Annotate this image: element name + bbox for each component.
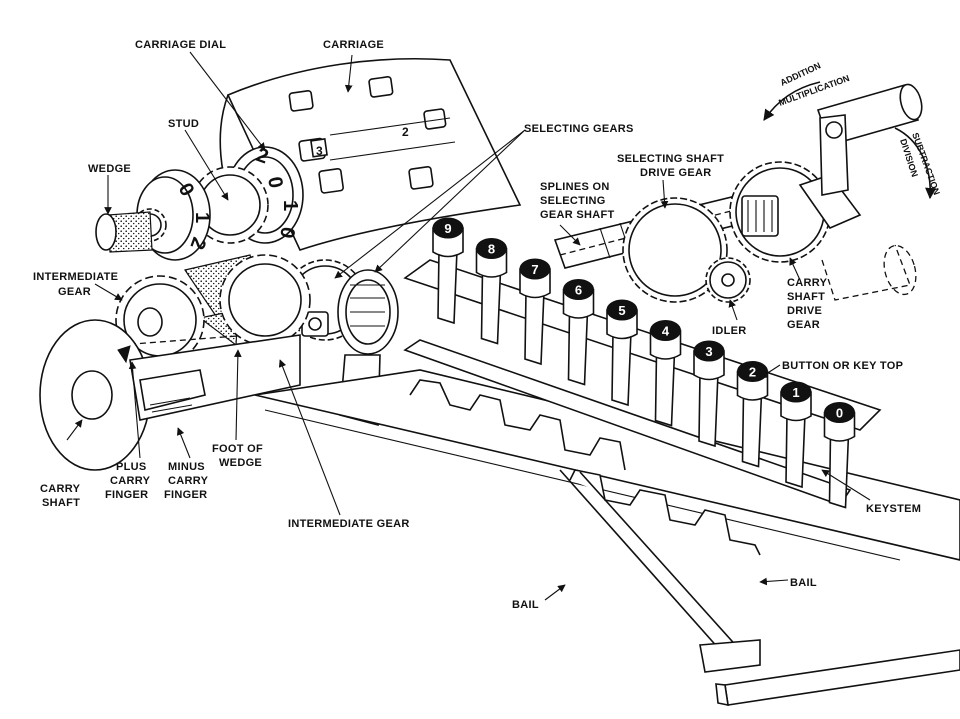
key-label: 5 <box>618 303 625 318</box>
key-label: 9 <box>444 221 451 236</box>
frame-rail <box>254 369 960 561</box>
crank-handle <box>798 83 923 301</box>
label-stud: STUD <box>168 118 199 130</box>
label-bail: BAIL <box>790 577 817 589</box>
key-top <box>563 279 594 300</box>
label-foot-of-wedge: WEDGE <box>219 457 262 469</box>
keystem <box>828 433 850 509</box>
key-label: 8 <box>488 242 495 257</box>
label-carry-shaft-drive-gear: DRIVE <box>787 305 822 317</box>
keystem <box>524 290 545 366</box>
key-label: 3 <box>705 344 712 359</box>
selecting-shaft-drive-gear <box>622 197 728 303</box>
key-top <box>606 299 638 321</box>
key-label: 1 <box>792 385 799 400</box>
carriage-slot-number: 3 <box>316 144 323 158</box>
keystem <box>654 351 676 427</box>
key: 7 <box>519 258 551 366</box>
carriage-dial-digit: 0 <box>275 225 299 240</box>
plus-carry-finger <box>117 345 131 364</box>
keystem <box>437 249 458 325</box>
wedge-wheel-digit: 1 <box>191 212 213 223</box>
addition-direction-arrow <box>763 81 821 121</box>
label-splines: SELECTING <box>540 195 606 207</box>
label-button-or-key-top: BUTTON OR KEY TOP <box>782 360 903 372</box>
label-carry-shaft-drive-gear: CARRY <box>787 277 828 289</box>
key-label: 0 <box>836 406 843 421</box>
label-intermediate-gear: GEAR <box>58 286 91 298</box>
key-top <box>476 238 507 259</box>
key-label: 2 <box>749 365 756 380</box>
label-intermediate-gear-bottom: INTERMEDIATE GEAR <box>288 518 410 530</box>
carriage-dial-digit: 0 <box>263 175 287 190</box>
label-selecting-shaft-drive-gear: SELECTING SHAFT <box>617 153 724 165</box>
label-bail: BAIL <box>512 599 539 611</box>
label-plus-carry-finger: PLUS <box>116 461 147 473</box>
key-top <box>824 402 855 423</box>
keystem <box>785 413 806 489</box>
label-carry-shaft-drive-gear: GEAR <box>787 319 820 331</box>
key-label: 7 <box>531 262 538 277</box>
label-splines: GEAR SHAFT <box>540 209 615 221</box>
key-label: 4 <box>662 324 670 339</box>
key-label: 6 <box>575 283 582 298</box>
label-plus-carry-finger: CARRY <box>110 475 151 487</box>
label-intermediate-gear: INTERMEDIATE <box>33 271 118 283</box>
label-wedge: WEDGE <box>88 163 131 175</box>
keystem <box>567 310 589 386</box>
key-top <box>693 340 725 362</box>
key-row: 9 8 7 6 5 4 3 2 1 0 <box>432 217 856 509</box>
label-minus-carry-finger: MINUS <box>168 461 205 473</box>
key-top <box>432 217 464 239</box>
carry-shaft-drive-gear <box>729 161 831 263</box>
key: 4 <box>649 320 682 427</box>
stud-gear <box>191 166 269 244</box>
label-carry-shaft-drive-gear: SHAFT <box>787 291 825 303</box>
label-splines: SPLINES ON <box>540 181 610 193</box>
intermediate-gear-right <box>219 254 311 346</box>
label-minus-carry-finger: CARRY <box>168 475 209 487</box>
key: 0 <box>823 402 856 509</box>
key: 6 <box>562 279 595 386</box>
keystem <box>611 331 632 407</box>
leader-lines <box>66 51 871 601</box>
wedge-stub <box>95 211 153 253</box>
key: 9 <box>432 217 464 325</box>
keystem <box>480 269 502 345</box>
label-carriage: CARRIAGE <box>323 39 384 51</box>
subtraction-direction-arrow <box>894 127 937 200</box>
idler-gear <box>705 257 751 303</box>
key: 8 <box>475 238 508 345</box>
key-top <box>650 320 681 341</box>
label-carry-shaft: SHAFT <box>42 497 80 509</box>
keystem <box>698 372 719 448</box>
key: 2 <box>736 361 769 468</box>
label-selecting-shaft-drive-gear: DRIVE GEAR <box>640 167 711 179</box>
label-idler: IDLER <box>712 325 747 337</box>
label-carry-shaft: CARRY <box>40 483 81 495</box>
label-keystem: KEYSTEM <box>866 503 921 515</box>
key: 5 <box>606 299 638 407</box>
label-plus-carry-finger: FINGER <box>105 489 148 501</box>
label-carriage-dial: CARRIAGE DIAL <box>135 39 226 51</box>
key-top <box>519 258 551 280</box>
carriage-dial-digit: 1 <box>279 200 301 211</box>
label-selecting-gears: SELECTING GEARS <box>524 123 634 135</box>
key-top <box>780 381 812 403</box>
label-minus-carry-finger: FINGER <box>164 489 207 501</box>
keystem <box>741 392 763 468</box>
label-foot-of-wedge: FOOT OF <box>212 443 263 455</box>
key: 1 <box>780 381 812 489</box>
intermediate-gear-left <box>115 275 251 365</box>
key: 3 <box>693 340 725 448</box>
carriage-slot-number: 2 <box>402 125 409 139</box>
bail-assembly <box>409 379 960 707</box>
